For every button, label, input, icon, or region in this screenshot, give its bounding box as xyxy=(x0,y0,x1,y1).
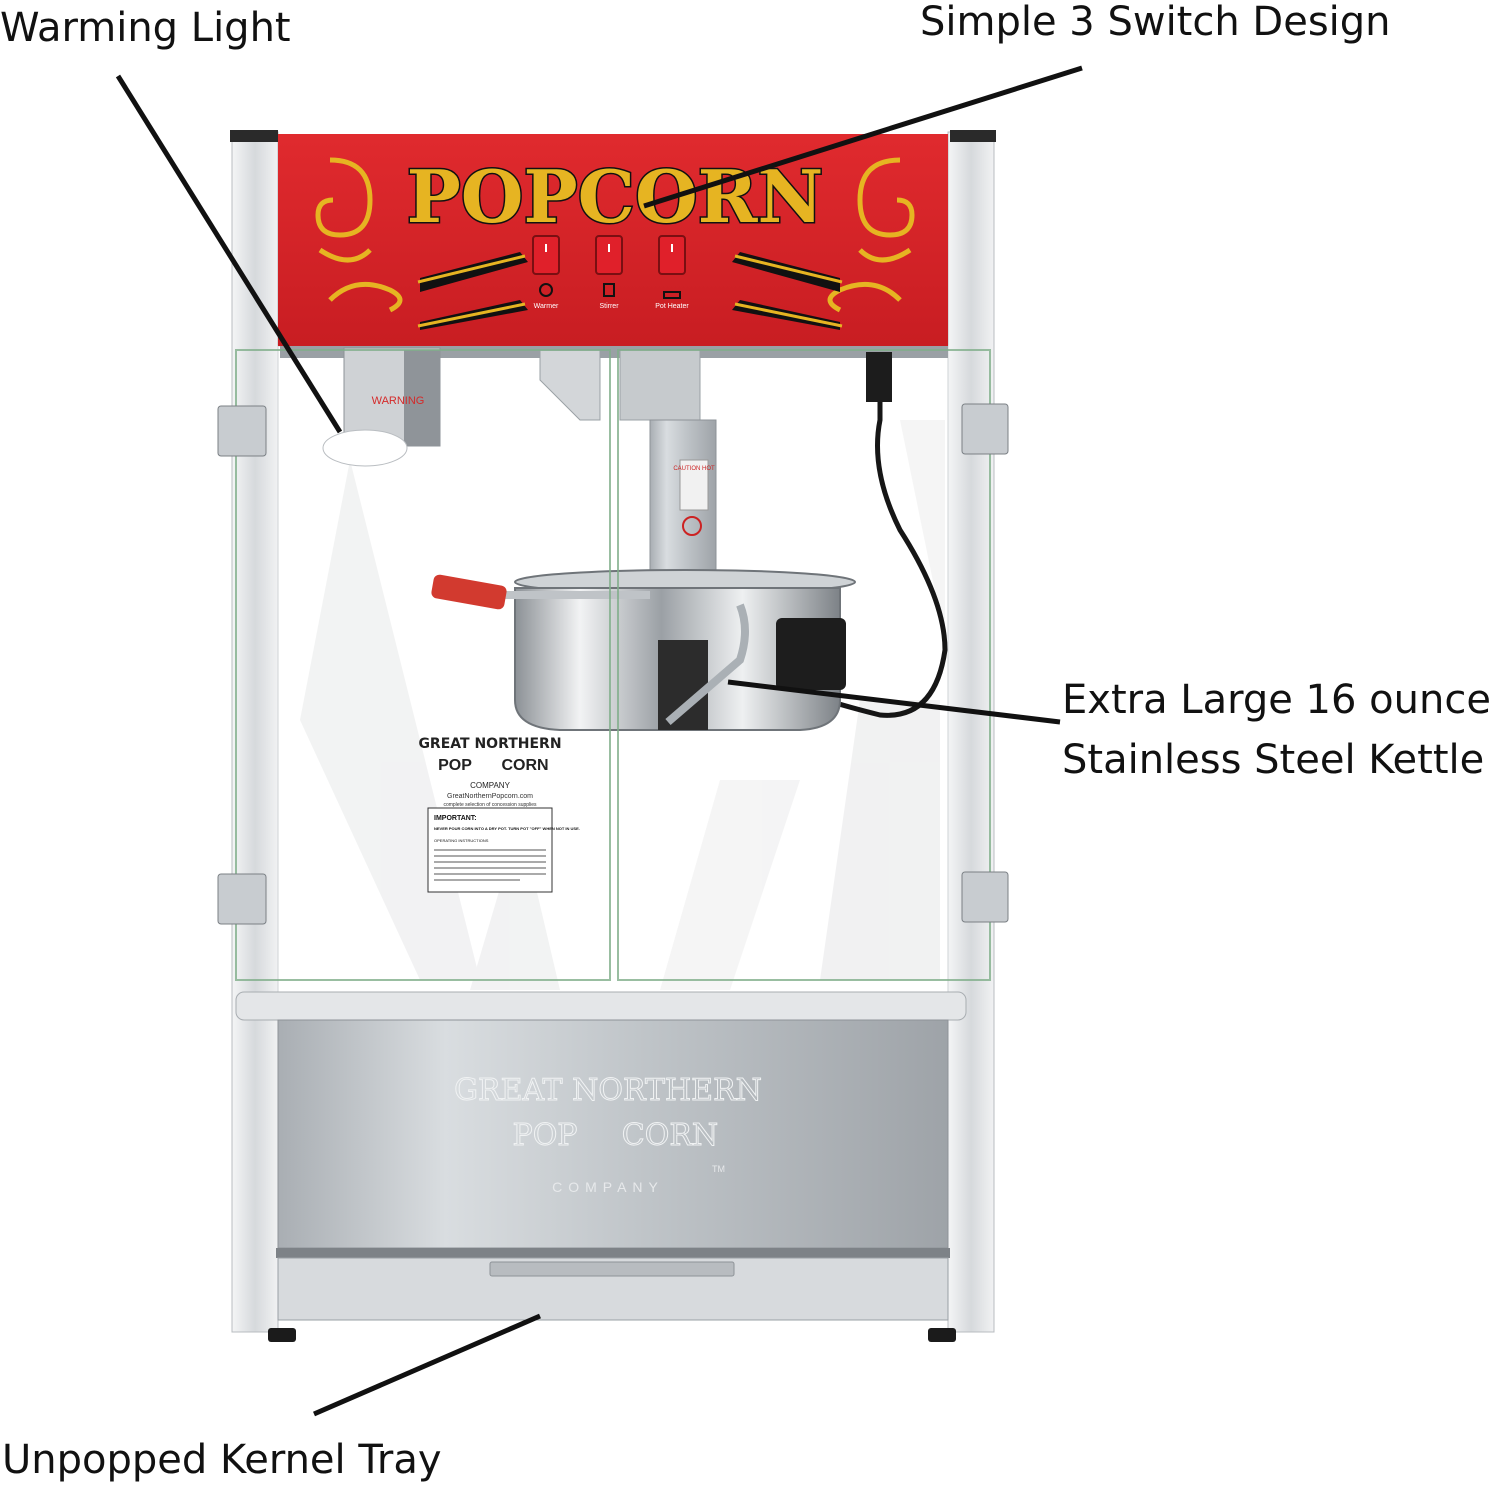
callout-line-kettle xyxy=(727,679,1061,725)
right-glass-door xyxy=(617,349,991,981)
callout-line-kernel-tray xyxy=(313,1313,541,1417)
decal-company: COMPANY xyxy=(470,781,511,790)
decal-pop: POP xyxy=(438,757,472,774)
switch-label-warmer: Warmer xyxy=(534,303,559,310)
warning-label: WARNING xyxy=(372,395,425,407)
switch-panel: Warmer Stirrer Pot Heater xyxy=(532,235,689,310)
kernel-tray-handle xyxy=(489,1261,735,1277)
power-cord xyxy=(798,352,948,718)
embossed-trademark: TM xyxy=(712,1164,725,1174)
right-frame-post xyxy=(947,131,995,1333)
callout-warming-light: Warming Light xyxy=(0,5,291,51)
kettle-motor xyxy=(776,618,846,690)
decal-brand-name: GREAT NORTHERN xyxy=(418,736,561,752)
callout-switch-design: Simple 3 Switch Design xyxy=(920,0,1391,45)
callout-kettle-line2: Stainless Steel Kettle xyxy=(1062,737,1485,783)
callout-line-switch-design xyxy=(643,65,1083,209)
embossed-company: COMPANY xyxy=(552,1179,664,1195)
brand-decal: GREAT NORTHERN POP CORN COMPANY GreatNor… xyxy=(418,736,580,893)
decal-url: GreatNorthernPopcorn.com xyxy=(447,793,533,800)
warming-light: WARNING xyxy=(322,347,441,467)
left-glass-door xyxy=(235,349,611,981)
switch-label-pot-heater: Pot Heater xyxy=(655,303,689,310)
decorative-scrolls xyxy=(315,157,915,313)
lower-steel-panel xyxy=(277,1019,949,1249)
light-rays xyxy=(300,420,945,990)
kernel-tray xyxy=(277,1257,949,1321)
callout-line-warming-light xyxy=(115,74,343,434)
pot-heater-switch xyxy=(658,235,686,275)
callout-lines xyxy=(115,65,1083,1417)
embossed-brand-name: GREAT NORTHERN xyxy=(454,1073,762,1108)
warmer-switch xyxy=(532,235,560,275)
decal-tagline: complete selection of concession supplie… xyxy=(443,802,537,808)
popcorn-sign-text: POPCORN xyxy=(407,154,824,239)
instructions-heading: IMPORTANT: xyxy=(434,815,477,822)
instructions-title: OPERATING INSTRUCTIONS xyxy=(434,838,489,843)
switch-label-stirrer: Stirrer xyxy=(599,303,619,310)
decal-corn: CORN xyxy=(501,757,548,774)
instructions-warning: NEVER POUR CORN INTO A DRY POT. TURN POT… xyxy=(434,826,580,831)
left-frame-post xyxy=(231,131,279,1333)
kettle xyxy=(431,569,856,731)
callout-kernel-tray: Unpopped Kernel Tray xyxy=(2,1437,442,1483)
embossed-pop: POP xyxy=(513,1118,578,1153)
kettle-handle xyxy=(431,574,507,610)
embossed-corn: CORN xyxy=(622,1118,718,1153)
embossed-logo: GREAT NORTHERN POP CORN COMPANY TM xyxy=(454,1073,763,1196)
callout-kettle-line1: Extra Large 16 ounce xyxy=(1062,677,1491,723)
caution-label: CAUTION HOT xyxy=(673,466,715,472)
stirrer-switch xyxy=(595,235,623,275)
